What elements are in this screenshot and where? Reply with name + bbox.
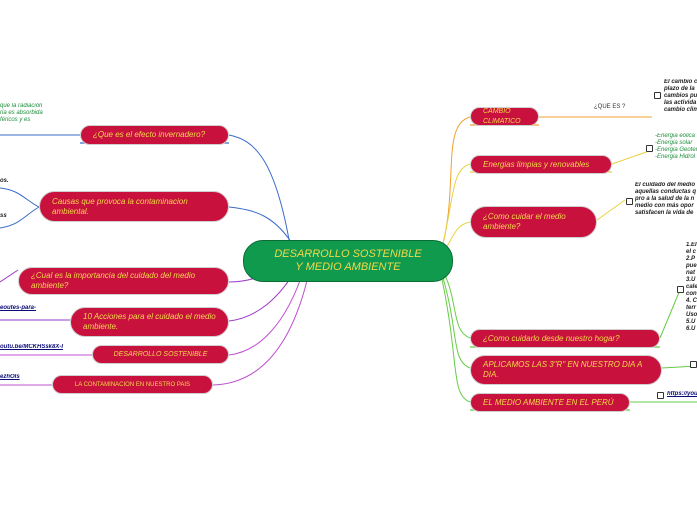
connector-invernadero [228, 134, 291, 246]
note-checkbox-cuidar[interactable] [626, 198, 633, 205]
connector-hogar-note [659, 289, 681, 339]
connector-label-que-es: ¿QUE ES ? [594, 104, 626, 110]
connector-causas-note [0, 187, 40, 229]
node-efecto-invernadero[interactable]: ¿Que es el efecto invernadero? [80, 125, 229, 145]
node-10-acciones[interactable]: 10 Acciones para el cuidado el medio amb… [70, 307, 229, 337]
connector-desarrollo [228, 265, 306, 356]
connector-importancia-note [0, 269, 19, 283]
connector-pais [212, 267, 311, 386]
node-cuidarlo-hogar[interactable]: ¿Como cuidarlo desde nuestro hogar? [470, 329, 660, 348]
note-checkbox-peru[interactable] [657, 392, 664, 399]
node-contaminacion-pais[interactable]: LA CONTAMINACION EN NUESTRO PAIS [52, 375, 213, 394]
connector-cuidar-note [596, 199, 626, 221]
connector-causas [228, 206, 296, 249]
link-acciones[interactable]: eoutes-para- [0, 305, 37, 311]
node-cambio-climatico[interactable]: CAMBIO CLIMATICO [470, 107, 539, 126]
link-youtube-desarrollo[interactable]: outu.be/MCKHSsk8X-I [0, 344, 64, 350]
node-energias-limpias[interactable]: Energias limpias y renovables [470, 155, 612, 174]
note-checkbox-cambio[interactable] [654, 92, 661, 99]
node-desarrollo-sostenible[interactable]: DESARROLLO SOSTENIBLE [92, 345, 229, 364]
note-causas-2: ss [0, 213, 7, 219]
node-importancia-cuidado[interactable]: ¿Cual es la importancia del cuidado del … [18, 267, 229, 295]
note-causas-1: os. [0, 178, 9, 184]
node-como-cuidar[interactable]: ¿Como cuidar el medio ambiente? [470, 206, 597, 238]
node-medio-ambiente-peru[interactable]: EL MEDIO AMBIENTE EN EL PERÚ [470, 393, 630, 412]
node-aplicamos-3r[interactable]: APLICAMOS LAS 3"R" EN NUESTRO DIA A DIA. [470, 355, 662, 385]
connector-energias-note [611, 149, 653, 165]
note-checkbox-3r[interactable] [690, 361, 697, 368]
central-topic[interactable]: DESARROLLO SOSTENIBLE Y MEDIO AMBIENTE [243, 240, 453, 282]
link-pais[interactable]: ezhOIs [0, 374, 20, 380]
connector-rrr [439, 267, 471, 369]
note-energias: -Energia eólica-Energia solar-Energia Ge… [655, 133, 697, 160]
node-causas-contaminacion[interactable]: Causas que provoca la contaminacion ambi… [39, 191, 229, 222]
note-checkbox-energias[interactable] [646, 145, 653, 152]
link-youtube-peru[interactable]: https://you [667, 391, 697, 397]
note-checkbox-hogar[interactable] [677, 286, 684, 293]
connector-energias [439, 163, 471, 256]
connector-peru [439, 269, 471, 403]
